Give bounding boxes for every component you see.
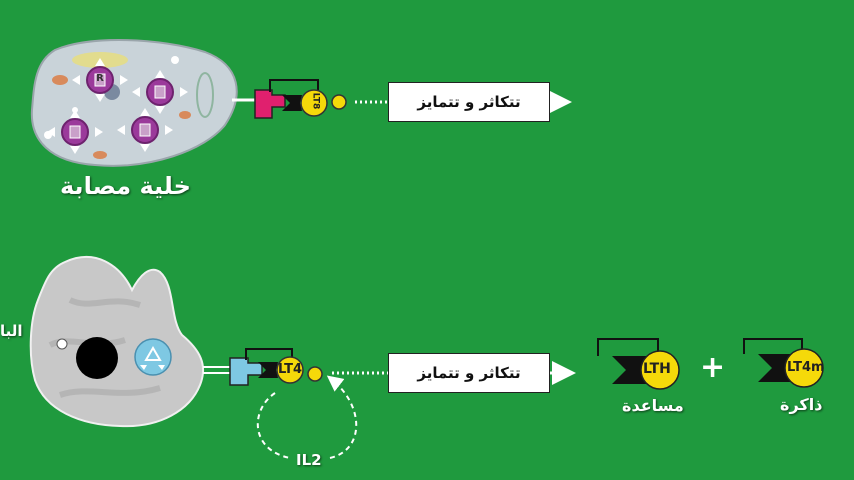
antigen-marker [117, 108, 173, 152]
process-box-top: تتكاثر و تتمايز [388, 82, 550, 122]
infected-cell [30, 39, 238, 167]
process-box-bottom: تتكاثر و تتمايز [388, 353, 550, 393]
edge-clipped-label: البا [0, 322, 23, 340]
lth-caption: مساعدة [622, 396, 684, 415]
lt4m-caption: ذاكرة [780, 395, 823, 414]
marker-group [47, 58, 188, 154]
antigen-marker [47, 110, 103, 154]
antigen-marker [132, 70, 188, 114]
cyan-receptor [229, 357, 263, 386]
plus-sign: + [700, 350, 726, 385]
il2-label: IL2 [296, 451, 322, 469]
presenting-cell [29, 256, 205, 428]
lt4m-cell [743, 338, 824, 388]
lth-text: LTH [643, 361, 671, 377]
lt4m-text: LT4m [787, 360, 825, 375]
il2-feedback-loop [256, 378, 358, 459]
lt8-cell [269, 79, 347, 117]
infected-cell-label: خلية مصابة [60, 172, 191, 200]
marker-letter: R [96, 73, 104, 84]
magenta-receptor [254, 89, 286, 119]
antigen-marker [72, 58, 128, 102]
lt8-label: LT8 [310, 92, 321, 110]
lt4-label: LT4 [278, 362, 303, 377]
lth-cell [597, 338, 680, 390]
